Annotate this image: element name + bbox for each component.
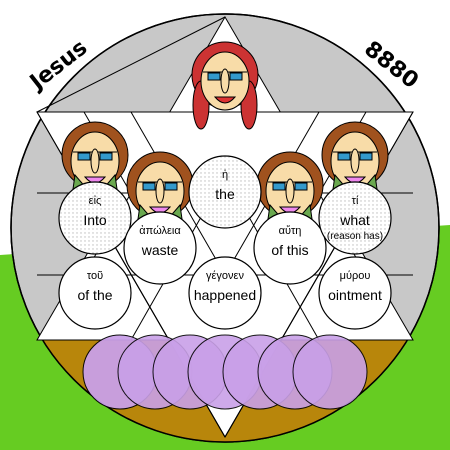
- face-left-upper: [61, 121, 129, 191]
- face-top: [191, 41, 259, 130]
- greek-word: εἰς: [89, 195, 102, 207]
- word-circle-bg: [123, 211, 197, 285]
- word-circle-5: τί what (reason has): [318, 181, 392, 255]
- english-word: happened: [194, 287, 256, 303]
- english-word: of this: [271, 242, 308, 258]
- greek-word: ἀπώλεια: [139, 225, 181, 237]
- word-circle-bg: [253, 211, 327, 285]
- ointment-jars: [82, 334, 368, 410]
- english-word-note: (reason has): [327, 231, 383, 242]
- word-circle-7: γέγονεν happened: [188, 256, 262, 330]
- greek-word: τοῦ: [87, 270, 103, 282]
- english-word: ointment: [328, 287, 382, 303]
- word-circle-bg: [318, 181, 392, 255]
- word-circle-bg: [318, 256, 392, 330]
- jar-7: [292, 334, 368, 410]
- english-word: waste: [141, 242, 179, 258]
- word-circle-bg: [58, 181, 132, 255]
- face-left-lower: [126, 151, 194, 221]
- greek-word: τί: [352, 195, 359, 207]
- word-circle-bg: [188, 155, 262, 229]
- word-circle-3: ἡ the: [188, 155, 262, 229]
- english-word: of the: [77, 287, 112, 303]
- english-word: the: [215, 186, 235, 202]
- greek-word: ἡ: [222, 169, 228, 181]
- word-circle-bg: [58, 256, 132, 330]
- word-circle-2: ἀπώλεια waste: [123, 211, 197, 285]
- greek-word: αὕτη: [279, 225, 302, 237]
- english-word: Into: [83, 212, 107, 228]
- word-circle-6: τοῦ of the: [58, 256, 132, 330]
- greek-word: μύρου: [340, 270, 371, 282]
- word-circle-bg: [188, 256, 262, 330]
- word-circle-8: μύρου ointment: [318, 256, 392, 330]
- word-circle-4: αὕτη of this: [253, 211, 327, 285]
- english-word: what: [339, 212, 370, 228]
- greek-word: γέγονεν: [206, 270, 244, 282]
- face-right-upper: [321, 121, 389, 191]
- faces: [61, 41, 389, 221]
